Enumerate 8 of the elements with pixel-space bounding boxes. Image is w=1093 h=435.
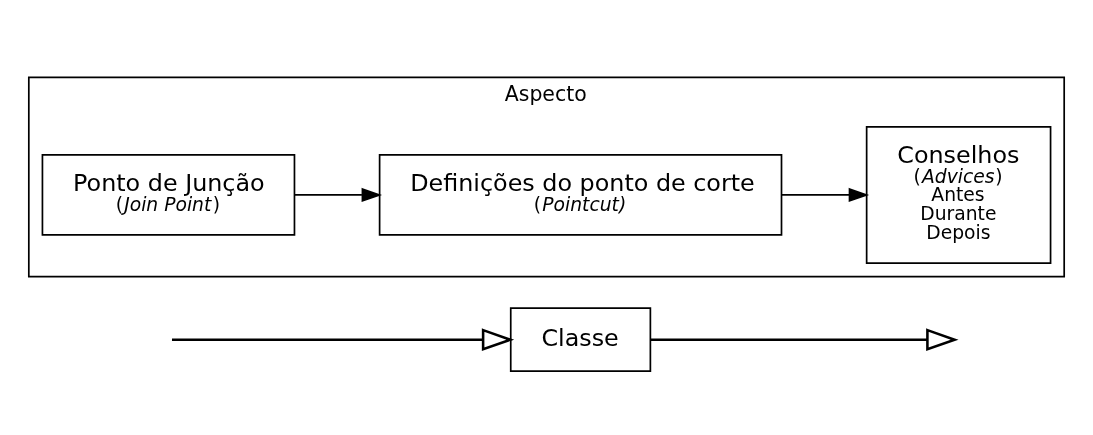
- arrow: [780, 187, 870, 203]
- arrow: [172, 328, 515, 351]
- node-box: Classe: [509, 307, 652, 373]
- arrow: [650, 328, 959, 351]
- node-box: Definições do ponto de corte (Pointcut): [378, 154, 783, 236]
- node-box: Conselhos (Advices) Antes Durante Depois: [865, 125, 1052, 264]
- node-box: Ponto de Junção (Join Point): [41, 154, 296, 236]
- arrow: [294, 187, 383, 203]
